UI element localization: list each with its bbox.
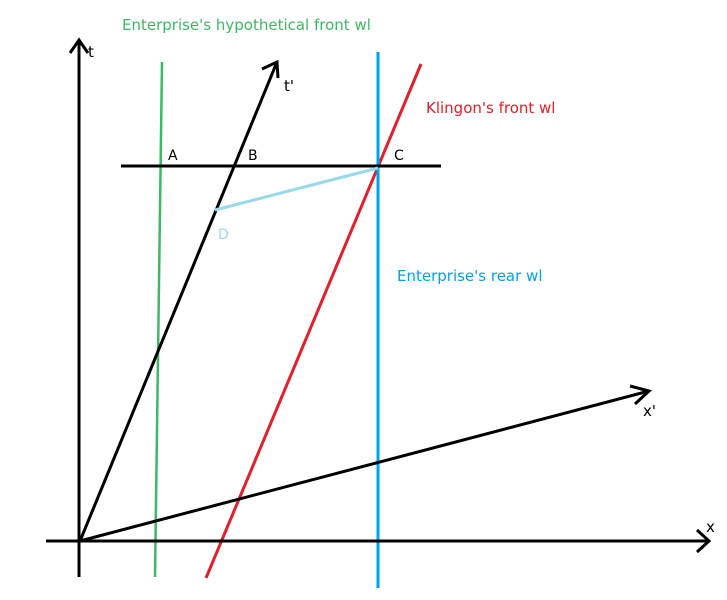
x-prime-axis-arrowhead xyxy=(629,384,653,406)
enterprise-front-worldline xyxy=(153,61,164,578)
klingon-front-worldline xyxy=(204,63,423,579)
point-a-label: A xyxy=(168,148,178,164)
klingon-front-caption: Klingon's front wl xyxy=(426,99,555,117)
x-axis-arrowhead xyxy=(695,528,712,554)
t-axis-label: t xyxy=(88,43,94,61)
point-b-label: B xyxy=(248,148,258,164)
t-prime-axis-label: t' xyxy=(284,77,294,95)
t-prime-axis xyxy=(78,61,279,542)
t-prime-axis-arrowhead xyxy=(261,59,280,79)
x-prime-axis-label: x' xyxy=(643,402,656,420)
point-d-label: D xyxy=(218,227,229,243)
segment-dc xyxy=(214,166,379,212)
x-axis-label: x xyxy=(706,518,715,536)
enterprise-front-caption: Enterprise's hypothetical front wl xyxy=(122,16,371,34)
enterprise-rear-caption: Enterprise's rear wl xyxy=(397,267,543,285)
t-axis-arrowhead xyxy=(68,37,90,54)
point-c-label: C xyxy=(394,148,404,164)
x-prime-axis xyxy=(79,389,650,543)
